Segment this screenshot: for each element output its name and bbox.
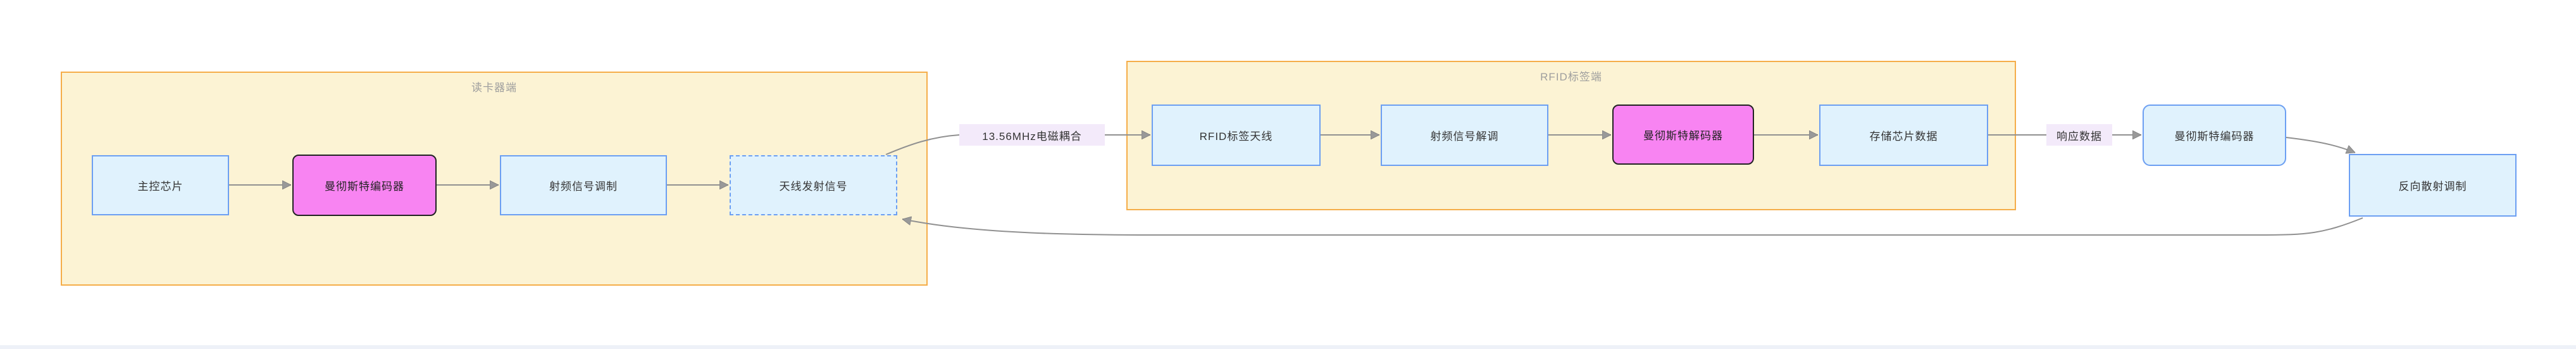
node-rf-demodulation: 射频信号解调 bbox=[1381, 105, 1548, 166]
edge-label-coupling: 13.56MHz电磁耦合 bbox=[959, 124, 1105, 146]
node-chip-data: 存储芯片数据 bbox=[1819, 105, 1988, 166]
edge-label-response: 响应数据 bbox=[2046, 124, 2112, 146]
rfid-tag-group-title: RFID标签端 bbox=[1540, 71, 1602, 83]
node-rf-modulation: 射频信号调制 bbox=[500, 155, 667, 215]
edge-encoder2-to-backscatter bbox=[2286, 137, 2355, 153]
node-main-chip: 主控芯片 bbox=[92, 155, 229, 215]
node-antenna-transmit: 天线发射信号 bbox=[730, 155, 897, 215]
node-manchester-encoder-tag: 曼彻斯特编码器 bbox=[2143, 105, 2286, 166]
page-bottom-strip bbox=[0, 345, 2576, 349]
node-manchester-encoder-reader: 曼彻斯特编码器 bbox=[292, 155, 437, 216]
reader-group-title: 读卡器端 bbox=[471, 82, 517, 94]
edge-backscatter-return-to-antenna bbox=[902, 218, 2363, 236]
node-tag-antenna: RFID标签天线 bbox=[1152, 105, 1321, 166]
node-backscatter-modulation: 反向散射调制 bbox=[2349, 154, 2517, 217]
node-manchester-decoder: 曼彻斯特解码器 bbox=[1612, 105, 1754, 165]
